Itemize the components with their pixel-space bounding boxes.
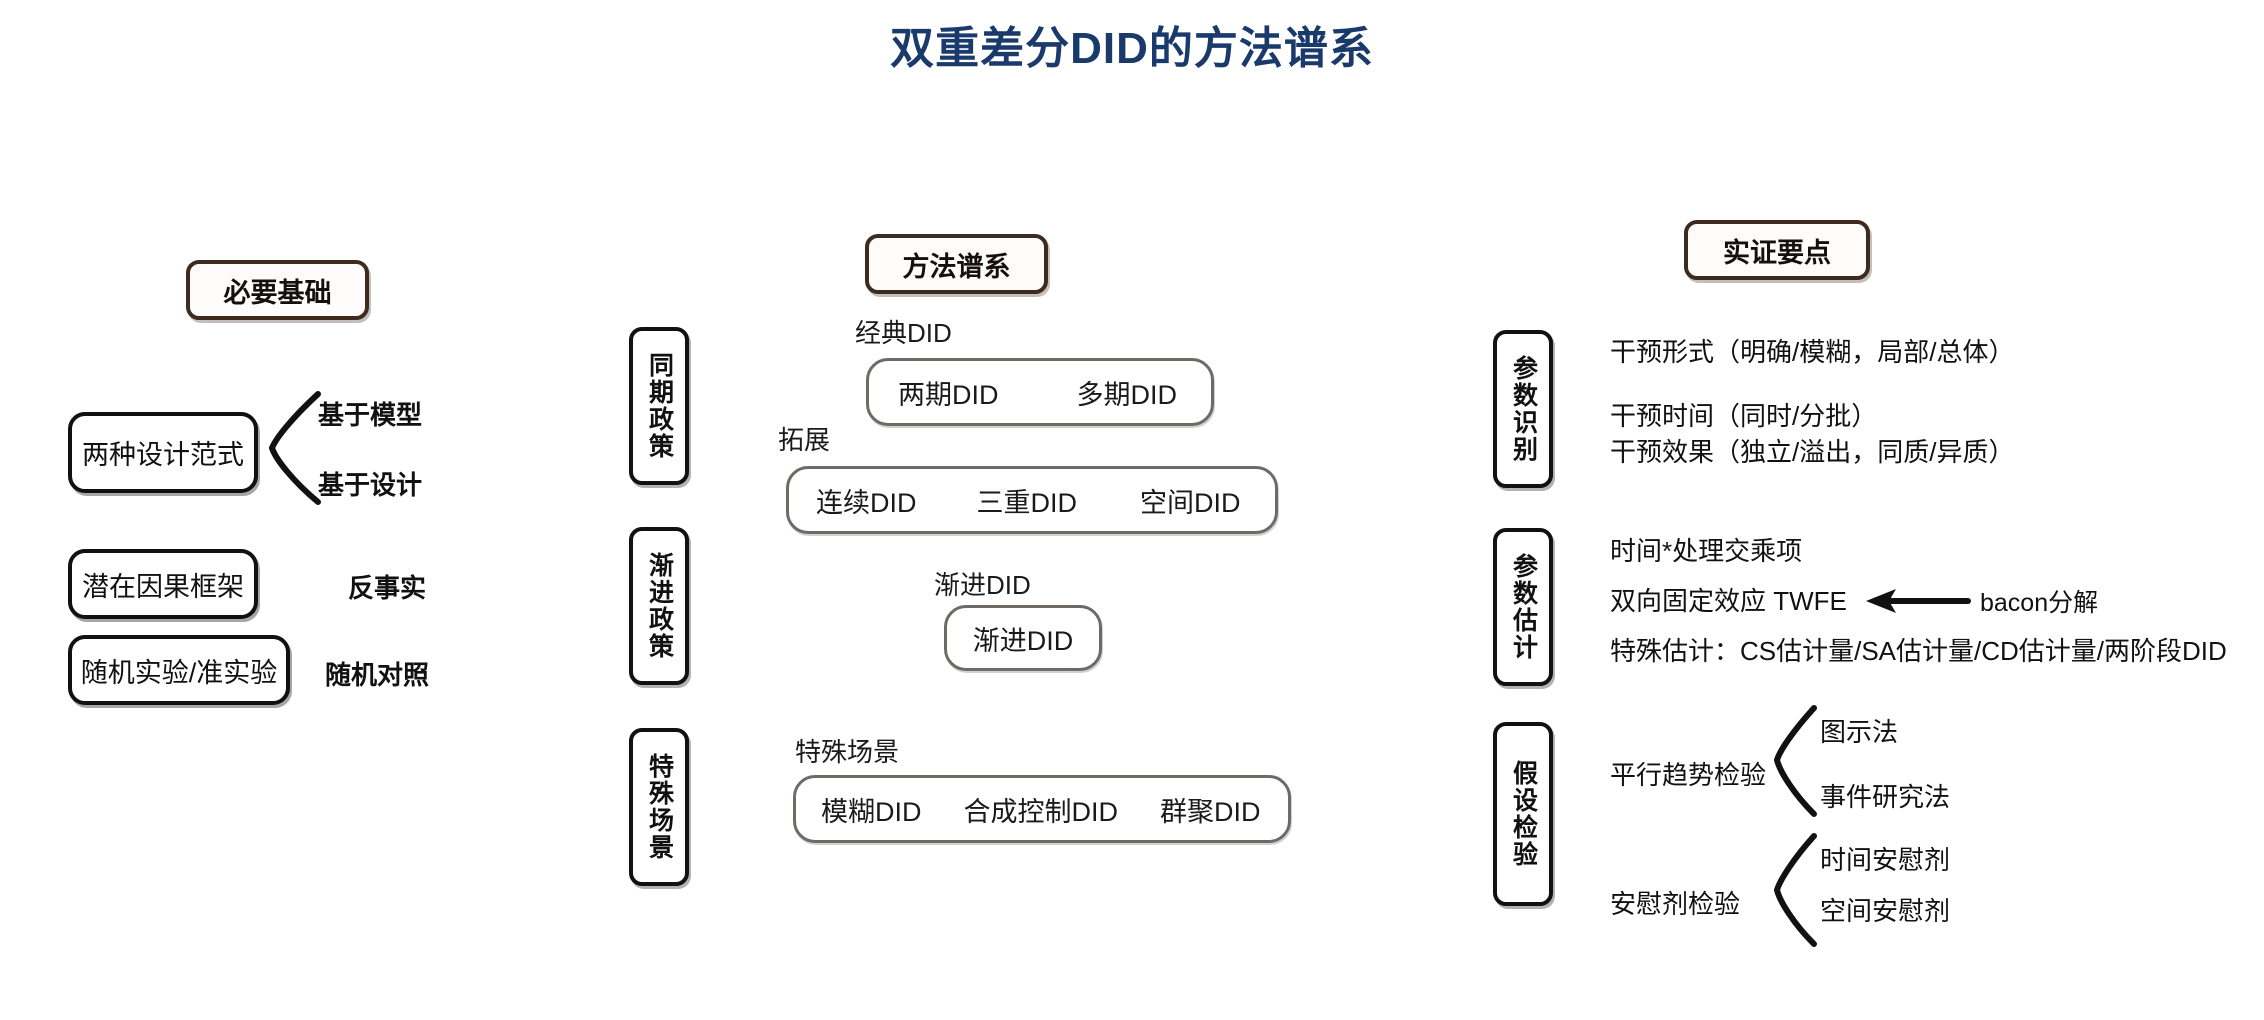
brace-parallel-trends (1773, 705, 1817, 817)
vlabel-staggered-policy: 渐进政策 (629, 527, 689, 685)
parent-placebo-test: 安慰剂检验 (1610, 889, 1741, 919)
vlabel-text: 渐进政策 (645, 552, 674, 660)
bar-special-scenarios: 模糊DID 合成控制DID 群聚DID (793, 775, 1291, 843)
vlabel-text: 特殊场景 (645, 753, 674, 861)
caption-classic-did: 经典DID (855, 318, 952, 348)
caption-staggered-did: 渐进DID (934, 570, 1031, 600)
box-randomized-quasi-experiment[interactable]: 随机实验/准实验 (68, 635, 290, 705)
brace-design-paradigms (268, 391, 321, 505)
parent-parallel-trends-test: 平行趋势检验 (1610, 760, 1767, 790)
bar-staggered-did: 渐进DID (944, 605, 1102, 671)
brace-placebo (1773, 833, 1817, 947)
line-treatment-form: 干预形式（明确/模糊，局部/总体） (1610, 337, 2015, 367)
annotation-bacon-decomposition: bacon分解 (1980, 589, 2099, 617)
cell-continuous-did[interactable]: 连续DID (816, 487, 917, 518)
cell-synthetic-control-did[interactable]: 合成控制DID (963, 796, 1119, 827)
header-method-spectrum: 方法谱系 (865, 234, 1048, 294)
cell-fuzzy-did[interactable]: 模糊DID (821, 796, 922, 827)
line-special-estimators: 特殊估计：CS估计量/SA估计量/CD估计量/两阶段DID (1610, 636, 2227, 666)
line-treatment-effect: 干预效果（独立/溢出，同质/异质） (1610, 437, 2015, 467)
vlabel-parameter-estimation: 参数估计 (1493, 528, 1553, 686)
left-arrow-icon (1866, 589, 1971, 613)
cell-spatial-did[interactable]: 空间DID (1140, 487, 1241, 518)
box-potential-outcomes-framework[interactable]: 潜在因果框架 (68, 549, 258, 619)
line-treatment-timing: 干预时间（同时/分批） (1610, 401, 1878, 431)
caption-special-scenarios: 特殊场景 (795, 737, 900, 767)
vlabel-text: 参数估计 (1509, 553, 1538, 661)
page-title: 双重差分DID的方法谱系 (890, 24, 1374, 73)
child-spatial-placebo: 空间安慰剂 (1820, 896, 1951, 926)
cell-two-period-did[interactable]: 两期DID (898, 379, 999, 410)
header-foundations: 必要基础 (186, 260, 369, 320)
vlabel-text: 假设检验 (1509, 760, 1538, 868)
vlabel-parameter-identification: 参数识别 (1493, 330, 1553, 488)
cell-multi-period-did[interactable]: 多期DID (1076, 379, 1178, 410)
branch-model-based: 基于模型 (318, 400, 423, 430)
cell-triple-did[interactable]: 三重DID (976, 487, 1078, 518)
bar-extensions: 连续DID 三重DID 空间DID (786, 466, 1278, 534)
bar-classic-did: 两期DID 多期DID (866, 358, 1214, 426)
cell-staggered-did[interactable]: 渐进DID (972, 625, 1074, 656)
note-counterfactual: 反事实 (348, 573, 427, 603)
header-empirical-points: 实证要点 (1684, 220, 1870, 280)
cell-cluster-did[interactable]: 群聚DID (1160, 796, 1261, 827)
note-randomized-control: 随机对照 (325, 660, 430, 690)
line-time-treatment-interaction: 时间*处理交乘项 (1610, 536, 1803, 566)
branch-design-based: 基于设计 (318, 470, 423, 500)
vlabel-contemporaneous-policy: 同期政策 (629, 327, 689, 485)
vlabel-text: 参数识别 (1509, 355, 1538, 463)
vlabel-hypothesis-testing: 假设检验 (1493, 722, 1553, 906)
caption-extensions: 拓展 (778, 425, 831, 455)
child-time-placebo: 时间安慰剂 (1820, 845, 1951, 875)
vlabel-special-scenario: 特殊场景 (629, 728, 689, 886)
child-graphical-method: 图示法 (1820, 717, 1899, 747)
line-twfe: 双向固定效应 TWFE (1610, 586, 1847, 616)
vlabel-text: 同期政策 (645, 352, 674, 460)
child-event-study-method: 事件研究法 (1820, 782, 1951, 812)
box-two-design-paradigms[interactable]: 两种设计范式 (68, 412, 258, 493)
